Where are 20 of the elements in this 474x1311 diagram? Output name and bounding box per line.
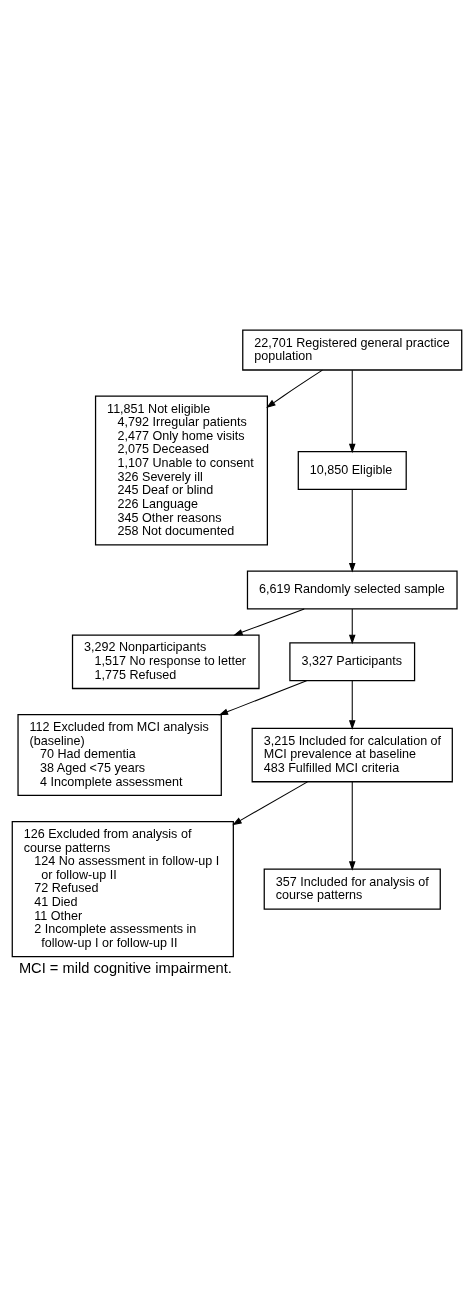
caption: MCI = mild cognitive impairment. [18, 959, 232, 976]
node-box: 10,850 Eligible [297, 451, 407, 491]
arrow [348, 369, 356, 454]
node-box: 3,215 Included for calculation of MCI prevalence at baseline 483 Fulfilled MCI criteria [251, 727, 453, 783]
arrow [266, 369, 323, 408]
node-box: 6,619 Randomly selected sample [246, 570, 458, 610]
arrow [348, 488, 356, 573]
node-box: 357 Included for analysis of course patterns [263, 868, 441, 910]
node-box: 22,701 Registered general practice population [242, 329, 463, 371]
node-box: 126 Excluded from analysis of course patterns 124 No assessment in follow-up I or follow-up II 72 Refused 41 Died 11 Other 2 Incomplete assessments in follow-up I or follow-up II [11, 820, 234, 958]
arrow [348, 608, 356, 645]
arrow [218, 680, 308, 716]
arrow [348, 781, 356, 871]
arrow [232, 781, 308, 826]
arrow [348, 680, 356, 730]
node-box: 3,327 Participants [289, 642, 416, 682]
node-box: 11,851 Not eligible 4,792 Irregular patients 2,477 Only home visits 2,075 Deceased 1,107 Unable to consent 326 Severely ill 245 Deaf or blind 226 Language 345 Other reasons 258 Not documented [94, 395, 268, 546]
node-box: 112 Excluded from MCI analysis (baseline) 70 Had dementia 38 Aged <75 years 4 Incomplete assessment [17, 714, 222, 796]
node-box: 3,292 Nonparticipants 1,517 No response to letter 1,775 Refused [71, 634, 260, 690]
arrow [233, 608, 305, 636]
